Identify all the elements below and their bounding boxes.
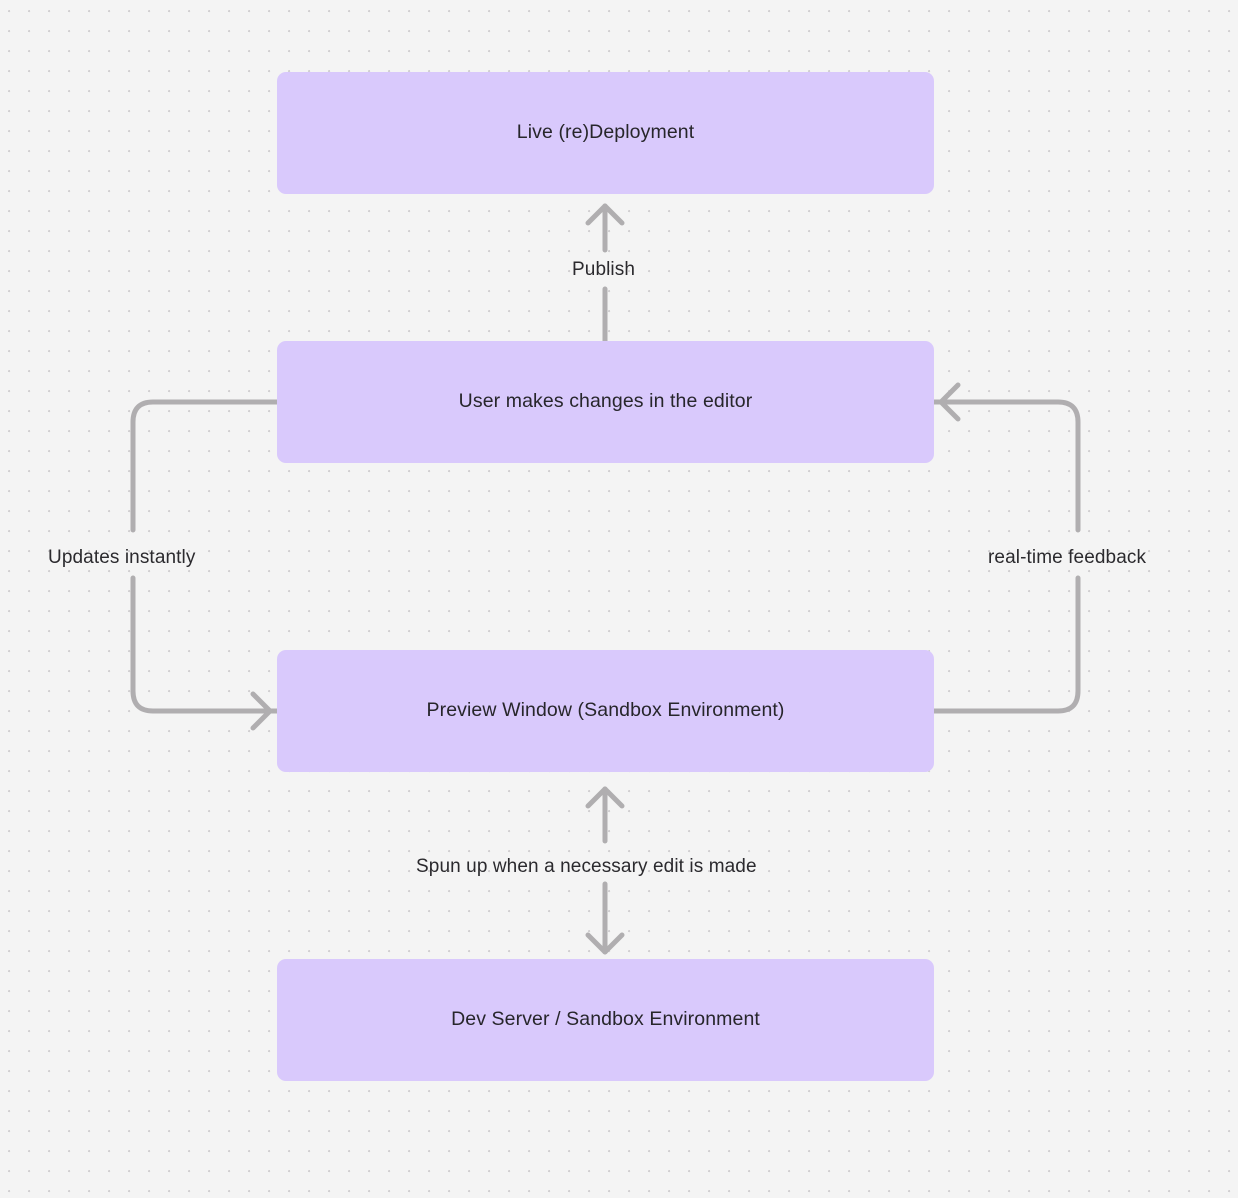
edge-label-real-time-feedback: real-time feedback bbox=[988, 547, 1147, 568]
edge-label-spun-up: Spun up when a necessary edit is made bbox=[416, 856, 757, 877]
edge-label-publish: Publish bbox=[572, 259, 636, 280]
node-label: Preview Window (Sandbox Environment) bbox=[426, 699, 785, 722]
node-label: User makes changes in the editor bbox=[458, 390, 753, 413]
node-user-makes-changes[interactable]: User makes changes in the editor bbox=[277, 341, 934, 463]
edge-label-updates-instantly: Updates instantly bbox=[48, 547, 196, 568]
node-label: Dev Server / Sandbox Environment bbox=[451, 1008, 760, 1031]
node-dev-server[interactable]: Dev Server / Sandbox Environment bbox=[277, 959, 934, 1081]
node-live-redeployment[interactable]: Live (re)Deployment bbox=[277, 72, 934, 194]
node-label: Live (re)Deployment bbox=[516, 121, 695, 144]
node-preview-window[interactable]: Preview Window (Sandbox Environment) bbox=[277, 650, 934, 772]
